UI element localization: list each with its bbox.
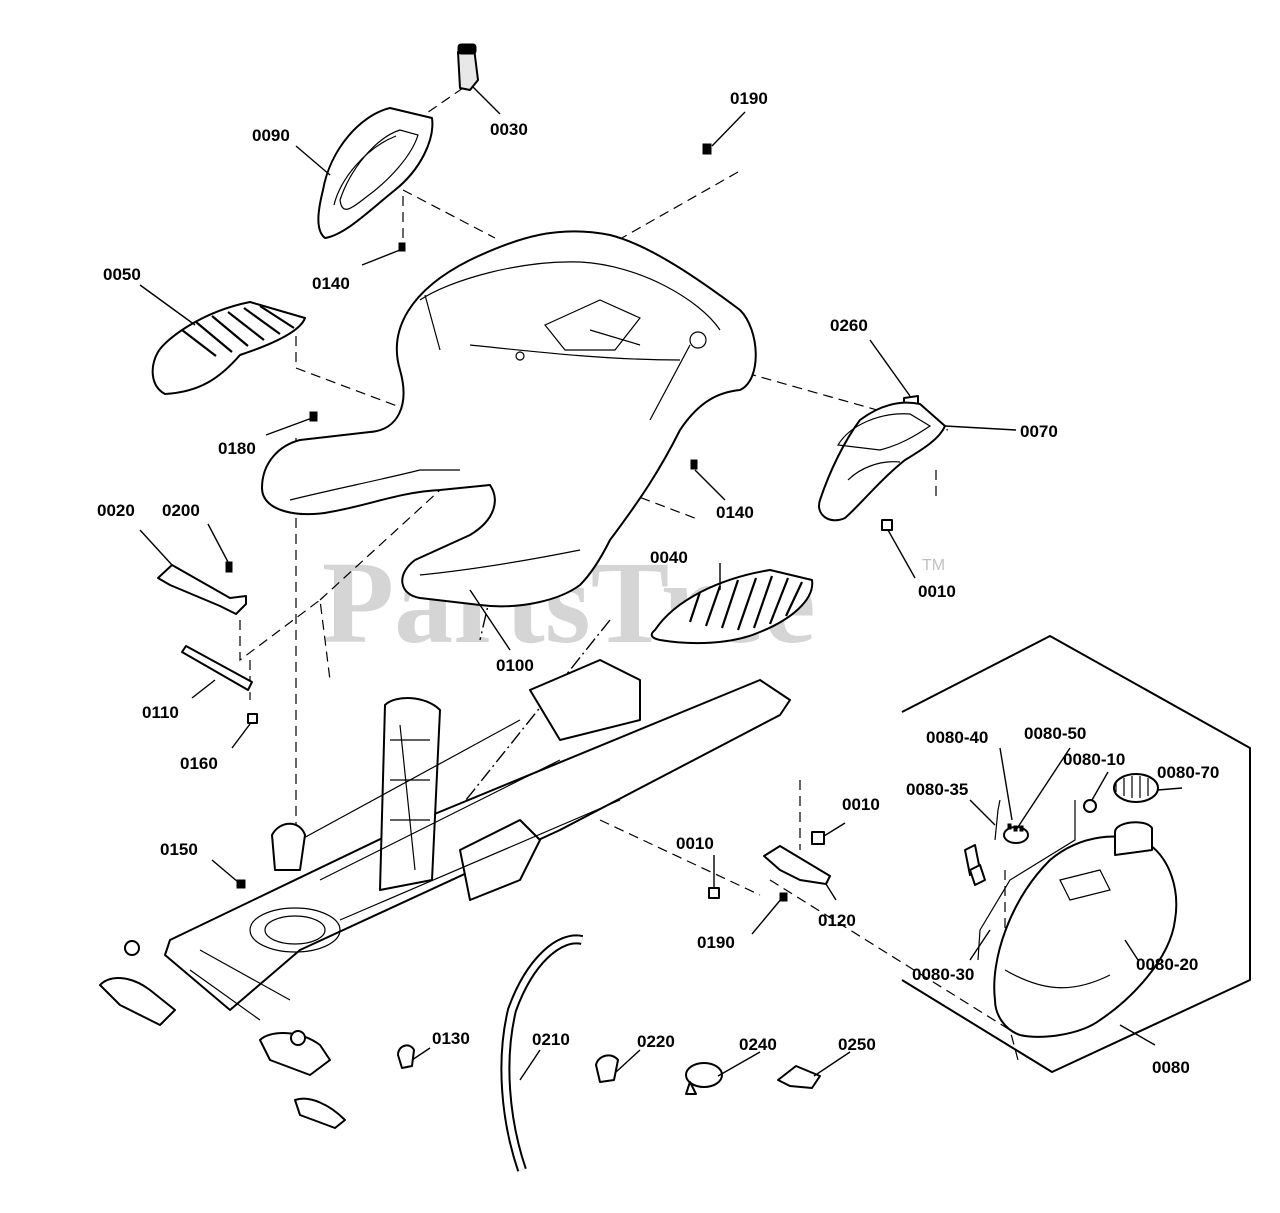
sender-part-0080-35 — [964, 799, 1001, 886]
callout-0080: 0080 — [1152, 1058, 1190, 1077]
callout-0200: 0200 — [162, 501, 200, 520]
callout-0150: 0150 — [160, 840, 198, 859]
watermark-trademark: TM — [922, 557, 945, 574]
fender-body-part-0100 — [261, 230, 757, 608]
callout-0130: 0130 — [432, 1029, 470, 1048]
nut-part-0010-right — [881, 519, 893, 531]
callout-0110: 0110 — [142, 703, 179, 722]
screw-part-0180 — [309, 411, 318, 422]
screw-part-0190-low — [779, 892, 788, 902]
callout-0080-70: 0080-70 — [1157, 763, 1219, 782]
bracket-part-0020 — [157, 564, 247, 615]
screw-part-0200 — [225, 561, 233, 573]
footrest-mat-part-0050 — [151, 301, 306, 395]
screw-part-0190-top — [702, 143, 712, 155]
clip-part-0130 — [397, 1044, 415, 1069]
callout-0220: 0220 — [637, 1032, 675, 1051]
callout-0190-top: 0190 — [730, 89, 768, 108]
fender-cover-part-0070 — [818, 401, 946, 522]
grommet-part-0080-10 — [1083, 799, 1097, 813]
clip-part-0250 — [777, 1065, 821, 1089]
callout-0010-right: 0010 — [918, 582, 956, 601]
callout-0080-50: 0080-50 — [1024, 724, 1086, 743]
callout-0050: 0050 — [103, 265, 141, 284]
knob-part-0030 — [457, 43, 479, 91]
footrest-mat-part-0040 — [650, 569, 814, 645]
callout-0090: 0090 — [252, 126, 290, 145]
callout-0140-top: 0140 — [312, 274, 350, 293]
callout-0010-low: 0010 — [676, 834, 714, 853]
hose-part-0210 — [500, 934, 584, 1172]
callout-0210: 0210 — [532, 1030, 570, 1049]
callout-0120: 0120 — [818, 911, 856, 930]
callout-0070: 0070 — [1020, 422, 1058, 441]
callout-0080-20: 0080-20 — [1136, 955, 1198, 974]
nut-part-0010-low — [708, 887, 720, 899]
callout-0030: 0030 — [490, 120, 528, 139]
frame-chassis — [99, 659, 791, 1129]
callout-0010-bracket: 0010 — [842, 795, 880, 814]
callout-labels: 0030 0090 0190 0140 0050 0260 0070 0180 … — [97, 89, 1219, 1077]
callout-0080-40: 0080-40 — [926, 728, 988, 747]
vent-line-part-0080-30 — [977, 800, 1076, 961]
bracket-part-0120 — [763, 845, 831, 885]
fastener-part-0150 — [236, 879, 246, 889]
fuel-neck-part-0080-70 — [1113, 773, 1159, 856]
callout-0040: 0040 — [650, 548, 688, 567]
screw-part-0140-mid — [690, 459, 698, 470]
fender-cover-part-0090 — [317, 107, 434, 239]
clamp-part-0240 — [685, 1062, 723, 1095]
callout-0080-30: 0080-30 — [912, 965, 974, 984]
callout-0080-35: 0080-35 — [906, 780, 968, 799]
callout-0020: 0020 — [97, 501, 135, 520]
strap-part-0110 — [181, 645, 253, 691]
nut-part-0010-bracket — [811, 831, 825, 845]
callout-0140-mid: 0140 — [716, 503, 754, 522]
callout-0260: 0260 — [830, 316, 868, 335]
clamp-part-0220 — [595, 1054, 619, 1083]
leader-lines — [139, 85, 1183, 1081]
fuel-tank-part-0080-20 — [993, 835, 1178, 1038]
fuel-tank-kit-box — [901, 635, 1251, 1073]
callout-0080-10: 0080-10 — [1063, 750, 1125, 769]
callout-0100: 0100 — [496, 656, 534, 675]
callout-0160: 0160 — [180, 754, 218, 773]
callout-0180: 0180 — [218, 439, 256, 458]
callout-0190-low: 0190 — [697, 933, 735, 952]
nut-part-0160 — [247, 713, 258, 724]
callout-0250: 0250 — [838, 1035, 876, 1054]
callout-0240: 0240 — [739, 1035, 777, 1054]
screw-part-0140-top — [398, 242, 406, 252]
